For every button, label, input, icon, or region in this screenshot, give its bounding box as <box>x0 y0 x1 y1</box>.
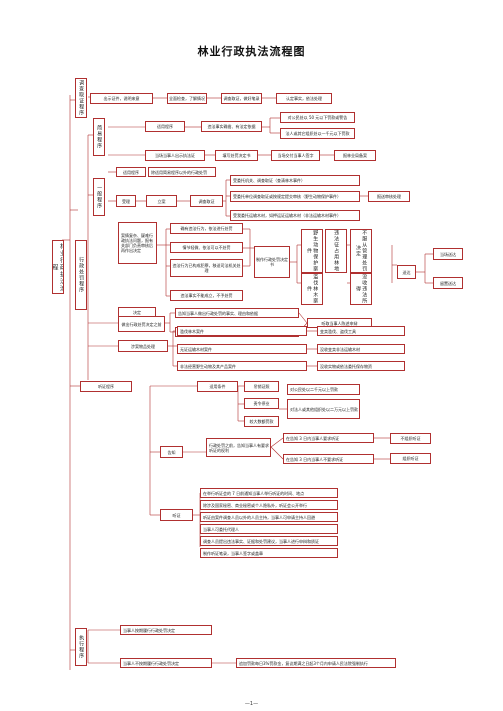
condition-end: 报送审核处理 <box>368 191 410 202</box>
decision-2: 情节轻微、依法可以不处罚 <box>170 242 243 253</box>
apply-condition: 适用条件 <box>197 381 238 392</box>
punish-box: 制作行政处罚决定书 <box>254 246 290 278</box>
simple-step-1: 当场当事人出示执法证 <box>145 150 205 161</box>
hearing-step-5: 调查人员提出违法事实、证据和处罚建议，当事人进行申辩和质证 <box>200 536 338 546</box>
execute-1: 当事人按期履行行政处罚决定 <box>120 625 212 635</box>
decision-1: 确有违法行为，依法进行处罚 <box>170 223 243 234</box>
request-within: 在告知 3 日内当事人要求听证 <box>283 433 374 443</box>
condition-3: 受我委托运输木材，如押运证运输木材（非法运输木材事件） <box>230 210 360 221</box>
hearing-program: 听证程序 <box>80 381 132 392</box>
hearing-step-2: 除涉及国家秘密、商业秘密或个人隐私外，听证会公开举行 <box>200 500 338 510</box>
simple-program: 简易程序 <box>93 118 105 156</box>
execute-program: 执行程序 <box>75 628 87 666</box>
fine-option-1: 对公民处以 50 元以下罚款或警告 <box>280 112 355 123</box>
hearing-step-3: 听证由案件调查人员以外的人员主持，当事人可申请主持人回避 <box>200 512 338 522</box>
later-box: 留置送达 <box>433 277 463 289</box>
goods-case-2: 无证运输木材案件 <box>177 344 307 354</box>
page-footer: —1— <box>244 701 259 707</box>
revoke-box: 吊销证照 <box>244 381 279 392</box>
ignore-case: 不服从管理处罚决定 <box>350 229 372 273</box>
inv-step-3: 调查取证，做好笔录 <box>221 93 262 104</box>
investigation-box: 调查取证 <box>190 195 223 207</box>
general-scope: 除适用简易程序以外的行政处罚 <box>148 167 216 177</box>
fine-option-2: 法人或其它组织处以一千元以下罚款 <box>280 128 355 139</box>
inform-body: 行政处罚之前，告知当事人有要求听证的权利 <box>206 438 271 457</box>
make-decision: 做出行政处罚决定之前 <box>118 316 165 332</box>
condition-2: 受委托单位调查取证或按规定提交审核（野生动物保护事件） <box>230 191 360 202</box>
decision-3: 违法行为已构成犯罪，移送司法机关处理 <box>170 259 243 277</box>
notice-1: 告知当事人做出行政处罚的事实、理由和依据 <box>175 308 299 318</box>
large-fine-box: 较大数额罚款 <box>244 416 279 427</box>
execute-2: 当事人不按期履行行政处罚决定 <box>120 658 212 668</box>
general-apply: 适用程序 <box>116 167 146 177</box>
large-fine-note-1: 对公民处以二千元以上罚款 <box>287 384 360 395</box>
simple-step-2: 填写处罚决定书 <box>215 150 258 161</box>
no-hearing-box: 不组织听证 <box>390 433 431 444</box>
timely-box: 当场送达 <box>433 248 463 260</box>
inv-step-2: 全面检查，了解情况 <box>167 93 207 104</box>
simple-step-3: 当场交付当事人签字 <box>271 150 320 161</box>
simple-note: 违法事实确凿、有法定依据 <box>201 121 262 132</box>
seize-case: 没收违法所得 <box>350 273 372 305</box>
page-title: 林业行政执法流程图 <box>197 45 306 58</box>
animal-case: 野生动物保护案件 <box>301 229 323 273</box>
condition-1: 受委托机关、调查取证（查清林木事件） <box>230 175 360 186</box>
general-program: 一般程序 <box>93 178 105 216</box>
goods-case-3: 非法经营野生动物及其产品案件 <box>177 361 307 371</box>
hearing-step-4: 当事人可委托代理人 <box>200 524 338 534</box>
decide-box: 行政处罚程序 <box>75 240 87 310</box>
large-fine-note-2: 对法人或其他组织处以二万元以上罚款 <box>287 399 360 419</box>
deliver-box: 送达 <box>397 265 416 279</box>
decision-4: 违法事实不能成立，不予处罚 <box>170 290 243 301</box>
stop-box: 责令停业 <box>244 398 279 409</box>
case-intro: 案情复杂、疑难行政执法问题，报有关部门负责审核后再作出决定 <box>118 222 157 264</box>
goods-result-1: 变卖滥伐、盗伐工具 <box>317 326 405 336</box>
execute-3: 追加罚款每日3%罚款金，复议期满之日起3个月内申请人民法院强制执行 <box>236 658 396 668</box>
org-hearing-box: 组织听证 <box>390 453 431 464</box>
flow-root-box: 林业行政执法流程 <box>52 240 64 294</box>
simple-apply: 适用程序 <box>145 121 185 132</box>
investigate-box: 调查取证程序 <box>75 78 87 118</box>
hearing-step-6: 制作听证笔录，当事人签字或盖章 <box>200 548 338 558</box>
goods-box: 涉案物品处理 <box>118 340 168 352</box>
goods-result-3: 没收实物或依法委托保存物资 <box>317 361 405 371</box>
goods-result-2: 没收变卖非法运输木材 <box>317 344 405 354</box>
inv-step-1: 出示证件，说明来意 <box>90 93 153 104</box>
inform-box: 告知 <box>160 446 183 458</box>
accept-box: 受理 <box>116 195 136 207</box>
inv-step-4: 认定事实，依法处理 <box>276 93 332 104</box>
request-none: 在告知 3 日内当事人不要求听证 <box>283 454 374 464</box>
simple-step-4: 报林业局备案 <box>334 150 376 161</box>
timber-case: 滥伐林木案件 <box>301 273 323 305</box>
register-box: 立案 <box>146 195 177 207</box>
hearing-proc-box: 听证 <box>160 509 193 521</box>
hearing-step-1: 在举行听证会的 7 日前通知当事人举行听证的时间、地点 <box>200 488 338 498</box>
manage-case: 违法征占用林地 <box>325 229 347 273</box>
goods-case-1: 滥伐林木案件 <box>177 326 307 336</box>
